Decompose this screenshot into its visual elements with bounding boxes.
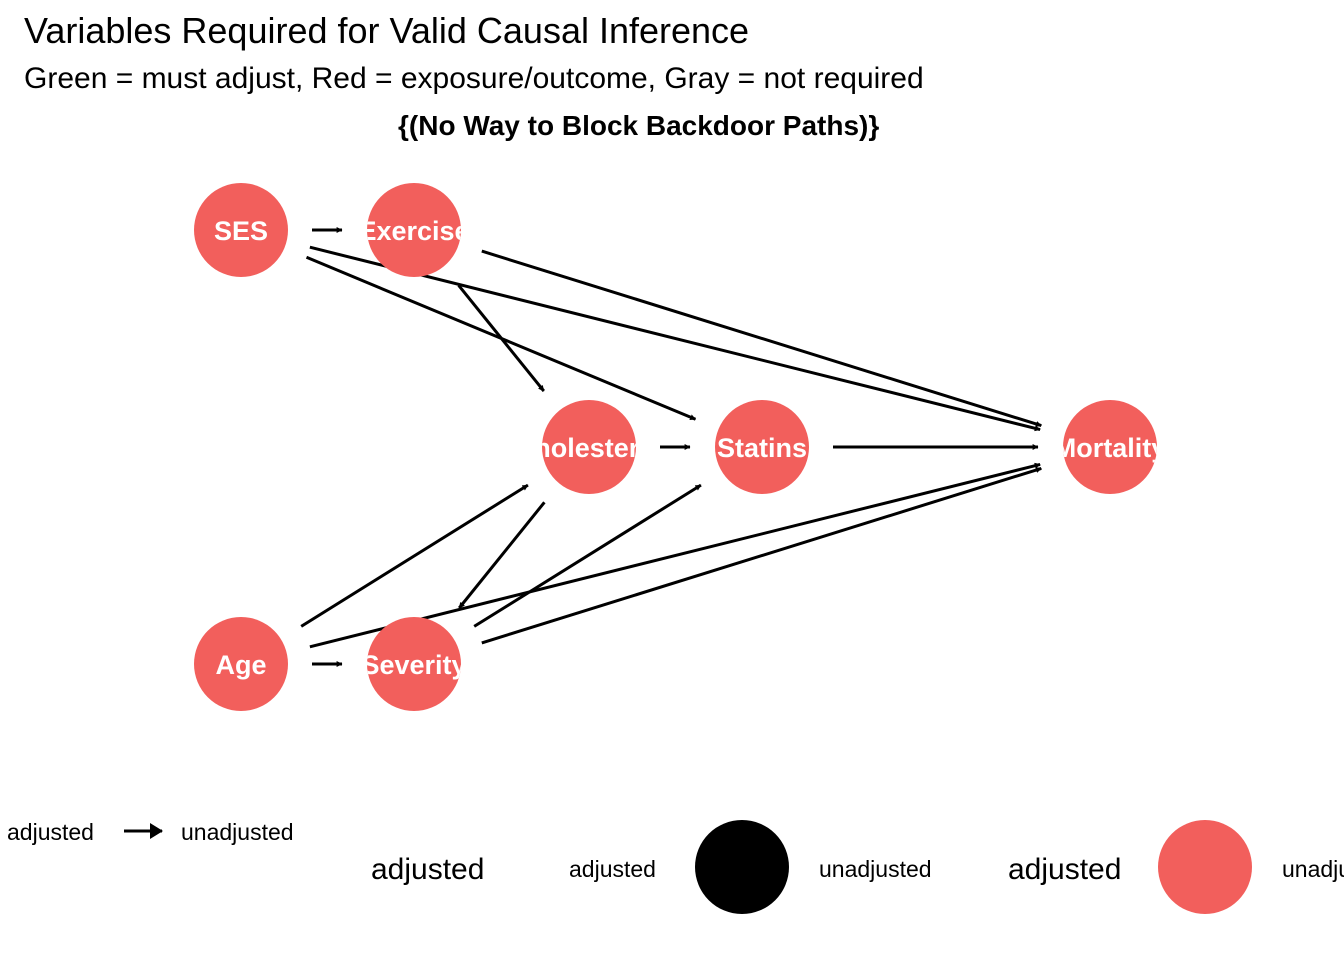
node-label: Cholesterol (515, 433, 664, 463)
chart-title: Variables Required for Valid Causal Infe… (24, 10, 750, 51)
panel-strip: {(No Way to Block Backdoor Paths)} (0, 108, 1344, 141)
edge-age-to-mortality (309, 462, 1041, 649)
node-mortality: Mortality (1054, 400, 1167, 494)
edge-cholesterol-to-severity (458, 501, 546, 609)
edge-severity-to-mortality (481, 466, 1042, 645)
node-statins: Statins (715, 400, 809, 494)
legend-black-circle (695, 820, 789, 914)
chart-subtitle: Green = must adjust, Red = exposure/outc… (24, 62, 924, 95)
node-label: SES (214, 216, 268, 246)
edge-ses-to-mortality (309, 245, 1041, 432)
node-circle (367, 617, 461, 711)
edge-severity-to-statins (473, 483, 702, 628)
node-exercise: Exercise (358, 183, 469, 277)
edges-layer (300, 227, 1042, 667)
node-label: Statins (717, 433, 807, 463)
panel-label: {(No Way to Block Backdoor Paths)} (398, 110, 880, 141)
edge-exercise-to-mortality (481, 249, 1042, 428)
node-circle (194, 617, 288, 711)
legend: adjusted unadjusted adjusted adjusted un… (7, 819, 1344, 914)
node-cholesterol: Cholesterol (515, 400, 664, 494)
legend-group1-left-label: adjusted (569, 856, 656, 882)
node-circle (367, 183, 461, 277)
node-label: Mortality (1054, 433, 1167, 463)
node-circle (715, 400, 809, 494)
node-circle (194, 183, 288, 277)
node-severity: Severity (361, 617, 466, 711)
node-ses: SES (194, 183, 288, 277)
legend-group2-right-label: unadjusted (1282, 856, 1344, 882)
legend-edge-right-label: unadjusted (181, 819, 294, 845)
node-label: Age (215, 650, 266, 680)
legend-group1-title: adjusted (371, 853, 484, 886)
node-circle (542, 400, 636, 494)
node-circle (1063, 400, 1157, 494)
edge-exercise-to-cholesterol (457, 284, 545, 392)
node-label: Exercise (358, 216, 469, 246)
legend-group2-title: adjusted (1008, 853, 1121, 886)
legend-group1-right-label: unadjusted (819, 856, 932, 882)
legend-edge-left-label: adjusted (7, 819, 94, 845)
legend-arrowhead-icon (150, 823, 163, 839)
edge-age-to-cholesterol (300, 483, 529, 628)
node-age: Age (194, 617, 288, 711)
node-label: Severity (361, 650, 466, 680)
legend-red-circle (1158, 820, 1252, 914)
